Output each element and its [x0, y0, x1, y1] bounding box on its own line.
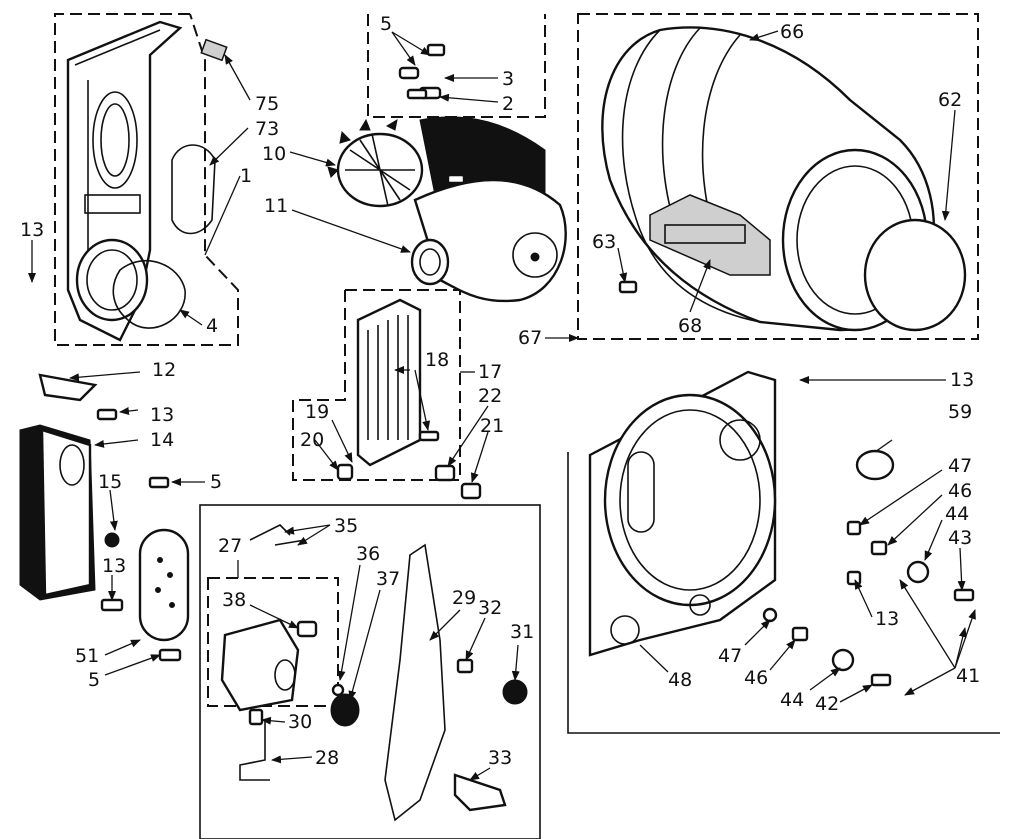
blower-housing [327, 43, 567, 303]
motor-assembly [220, 524, 528, 822]
drum [601, 26, 967, 332]
box-blower [367, 14, 546, 118]
part-label: 59 [948, 401, 972, 423]
part-label: 42 [815, 693, 839, 715]
part-label: 17 [478, 361, 502, 383]
part-label: 46 [744, 667, 768, 689]
part-label: 46 [948, 480, 972, 502]
plug-59 [855, 449, 895, 481]
plate-51 [138, 528, 190, 642]
part-label: 5 [380, 13, 392, 35]
part-label: 51 [75, 645, 99, 667]
part-label: 66 [780, 21, 804, 43]
part-label: 15 [98, 471, 122, 493]
left-lower-parts [19, 373, 190, 662]
heater-assembly [336, 298, 482, 500]
part-labels: 5 3 2 66 62 75 73 10 13 1 11 13 13 63 68… [20, 13, 980, 769]
box-motor-inner [207, 577, 339, 707]
part-label: 43 [948, 527, 972, 549]
part-label: 1 [240, 165, 252, 187]
front-bulkhead [66, 20, 228, 342]
part-label: 19 [305, 401, 329, 423]
part-label: 14 [150, 429, 174, 451]
part-label: 63 [592, 231, 616, 253]
part-label: 13 [150, 404, 174, 426]
part-label: 5 [210, 471, 222, 493]
blower-wheel-10 [327, 118, 424, 208]
box-drum [577, 13, 979, 340]
part-label: 13 [875, 608, 899, 630]
part-label: 4 [206, 315, 218, 337]
part-label: 11 [264, 195, 288, 217]
clip-75 [200, 38, 228, 62]
part-label: 2 [502, 93, 514, 115]
part-label: 28 [315, 747, 339, 769]
part-label: 44 [780, 689, 804, 711]
part-label: 13 [102, 555, 126, 577]
part-label: 20 [300, 429, 324, 451]
part-label: 41 [956, 665, 980, 687]
part-label: 47 [948, 455, 972, 477]
belt-29 [384, 543, 446, 822]
box-motor [199, 504, 541, 839]
part-label: 37 [376, 568, 400, 590]
part-label: 33 [488, 747, 512, 769]
part-label: 62 [938, 89, 962, 111]
part-label: 68 [678, 315, 702, 337]
part-label: 21 [480, 415, 504, 437]
part-label: 75 [255, 93, 279, 115]
part-label: 35 [334, 515, 358, 537]
part-label: 5 [88, 669, 100, 691]
box-rear-panel [567, 452, 1000, 734]
part-label: 3 [502, 68, 514, 90]
part-label: 47 [718, 645, 742, 667]
part-label: 44 [945, 503, 969, 525]
part-label: 36 [356, 543, 380, 565]
part-label: 67 [518, 327, 542, 349]
group-boxes [54, 13, 1000, 839]
part-label: 38 [222, 589, 246, 611]
part-label: 12 [152, 359, 176, 381]
part-label: 13 [950, 369, 974, 391]
rear-panel [588, 370, 975, 687]
part-label: 32 [478, 597, 502, 619]
part-label: 31 [510, 621, 534, 643]
part-label: 48 [668, 669, 692, 691]
seal-62 [863, 218, 967, 332]
box-bulkhead [54, 13, 239, 346]
part-label: 18 [425, 349, 449, 371]
part-label: 13 [522, 151, 546, 173]
part-label: 29 [452, 587, 476, 609]
seal-73 [171, 144, 216, 235]
part-label: 13 [20, 219, 44, 241]
part-label: 10 [262, 143, 286, 165]
part-label: 27 [218, 535, 242, 557]
seal-4 [112, 259, 186, 329]
part-label: 22 [478, 385, 502, 407]
part-label: 30 [288, 711, 312, 733]
leader-lines [28, 30, 976, 781]
part-label: 73 [255, 118, 279, 140]
